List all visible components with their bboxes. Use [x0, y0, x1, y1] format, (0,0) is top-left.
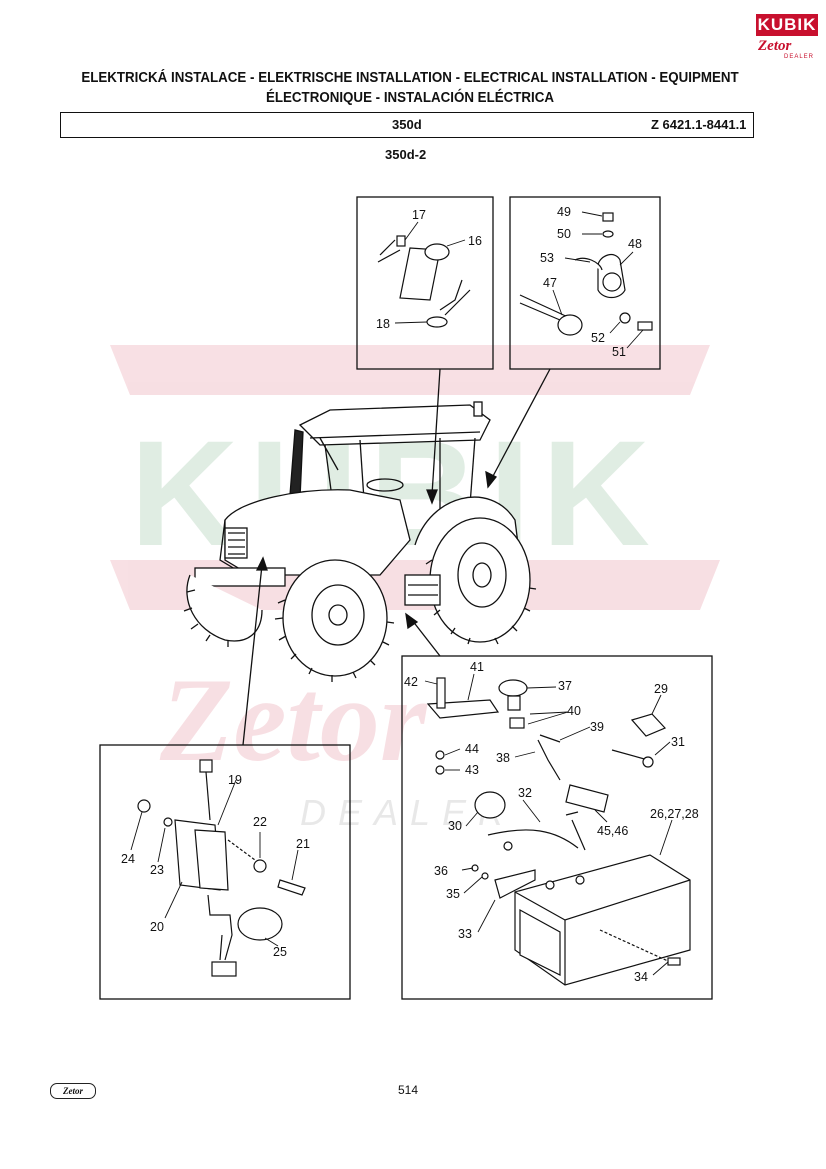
model-label: 350d	[392, 117, 422, 132]
callout-33: 33	[458, 927, 472, 941]
kubik-zetor-logo: KUBIK Zetor DEALER	[756, 14, 818, 64]
socket-assembly-parts	[519, 212, 653, 336]
callout-30: 30	[448, 819, 462, 833]
relay-assembly-parts	[137, 759, 306, 977]
diagram-subtitle: 350d-2	[385, 147, 427, 162]
watermark-sub: Zetor	[159, 653, 428, 786]
callout-26-27-28: 26,27,28	[650, 807, 699, 821]
callout-numbers: 17 16 18 49 50 48 53 47 52 51 19 22 21 2…	[121, 205, 699, 984]
callout-49: 49	[557, 205, 571, 219]
callout-29: 29	[654, 682, 668, 696]
callout-48: 48	[628, 237, 642, 251]
footer-zetor-logo: Zetor	[50, 1083, 96, 1099]
part-code-label: Z 6421.1-8441.1	[651, 117, 747, 132]
callout-50: 50	[557, 227, 571, 241]
callout-25: 25	[273, 945, 287, 959]
page-number: 514	[398, 1083, 419, 1097]
callout-45-46: 45,46	[597, 824, 628, 838]
inset-bottom-left	[99, 744, 351, 1000]
callout-leader-lines	[130, 211, 673, 976]
pointer-arrows	[242, 368, 551, 746]
page-title-line-2: ÉLECTRONIQUE - INSTALACIÓN ELÉCTRICA	[265, 90, 555, 106]
callout-23: 23	[150, 863, 164, 877]
callout-41: 41	[470, 660, 484, 674]
inset-bottom-right	[401, 655, 713, 1000]
callout-53: 53	[540, 251, 554, 265]
callout-31: 31	[671, 735, 685, 749]
callout-43: 43	[465, 763, 479, 777]
callout-51: 51	[612, 345, 626, 359]
callout-24: 24	[121, 852, 135, 866]
page-title-line-1: ELEKTRICKÁ INSTALACE - ELEKTRISCHE INSTA…	[81, 70, 739, 86]
callout-52: 52	[591, 331, 605, 345]
logo-brand-text: KUBIK	[756, 14, 818, 36]
battery-assembly-parts	[426, 677, 691, 986]
callout-16: 16	[468, 234, 482, 248]
callout-19: 19	[228, 773, 242, 787]
callout-32: 32	[518, 786, 532, 800]
tractor-illustration	[183, 401, 537, 682]
callout-40: 40	[567, 704, 581, 718]
callout-17: 17	[412, 208, 426, 222]
callout-20: 20	[150, 920, 164, 934]
callout-36: 36	[434, 864, 448, 878]
callout-35: 35	[446, 887, 460, 901]
callout-47: 47	[543, 276, 557, 290]
callout-44: 44	[465, 742, 479, 756]
inset-top-right	[509, 196, 661, 370]
callout-38: 38	[496, 751, 510, 765]
header-box	[60, 112, 754, 138]
inset-frames	[99, 196, 713, 1000]
callout-39: 39	[590, 720, 604, 734]
logo-dealer-text: DEALER	[784, 54, 815, 60]
logo-zetor-text: Zetor	[758, 38, 792, 54]
inset-top-left	[356, 196, 494, 370]
callout-37: 37	[558, 679, 572, 693]
horn-assembly-parts	[377, 235, 471, 328]
callout-21: 21	[296, 837, 310, 851]
callout-22: 22	[253, 815, 267, 829]
callout-42: 42	[404, 675, 418, 689]
callout-34: 34	[634, 970, 648, 984]
callout-18: 18	[376, 317, 390, 331]
